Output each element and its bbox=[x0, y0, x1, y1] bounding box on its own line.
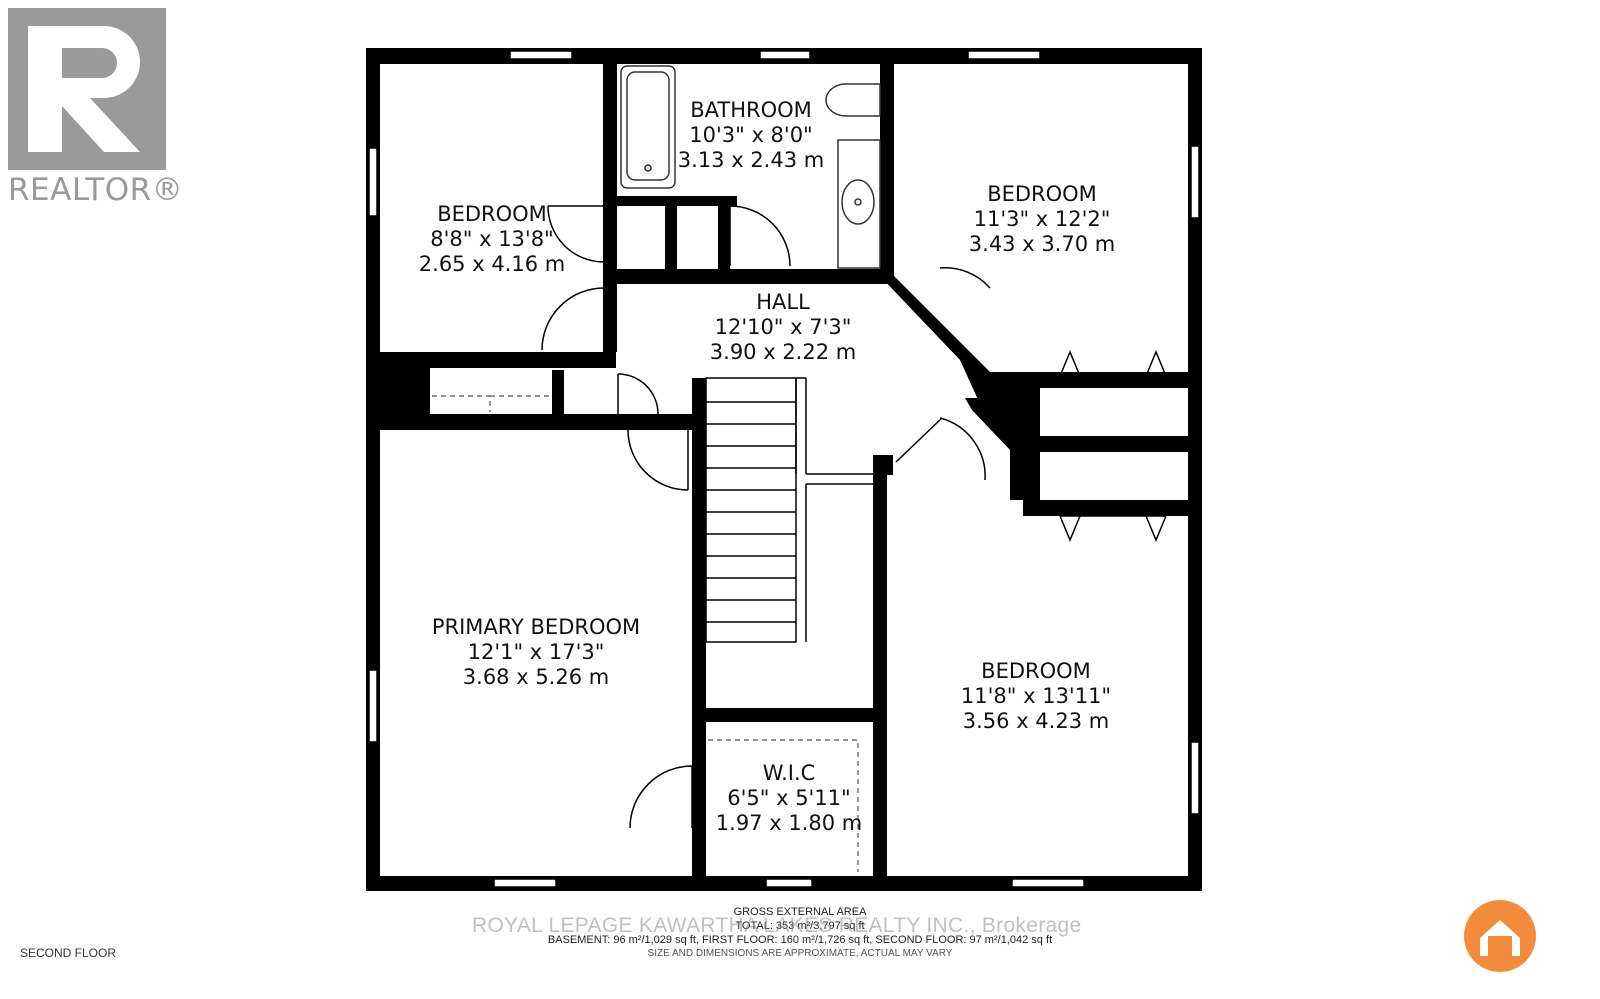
bathroom-fixtures bbox=[620, 65, 881, 269]
realtor-wordmark: REALTOR® bbox=[8, 172, 184, 208]
area-breakdown: BASEMENT: 96 m²/1,029 sq ft, FIRST FLOOR… bbox=[547, 934, 1053, 946]
staircase bbox=[705, 377, 873, 643]
house-badge-icon bbox=[1464, 900, 1536, 972]
floor-name: SECOND FLOOR bbox=[20, 946, 117, 960]
total-area: TOTAL: 353 m²/3,797 sq ft bbox=[735, 920, 865, 932]
windows bbox=[368, 50, 1200, 888]
closet-shelves bbox=[432, 395, 859, 872]
realtor-logo-icon bbox=[8, 8, 166, 170]
doors bbox=[541, 205, 1167, 829]
gross-area-heading: GROSS EXTERNAL AREA bbox=[733, 906, 867, 918]
disclaimer: SIZE AND DIMENSIONS ARE APPROXIMATE, ACT… bbox=[647, 948, 953, 959]
brokerage-watermark: ROYAL LEPAGE KAWARTHA LAKES REALTY INC.,… bbox=[472, 914, 1082, 937]
